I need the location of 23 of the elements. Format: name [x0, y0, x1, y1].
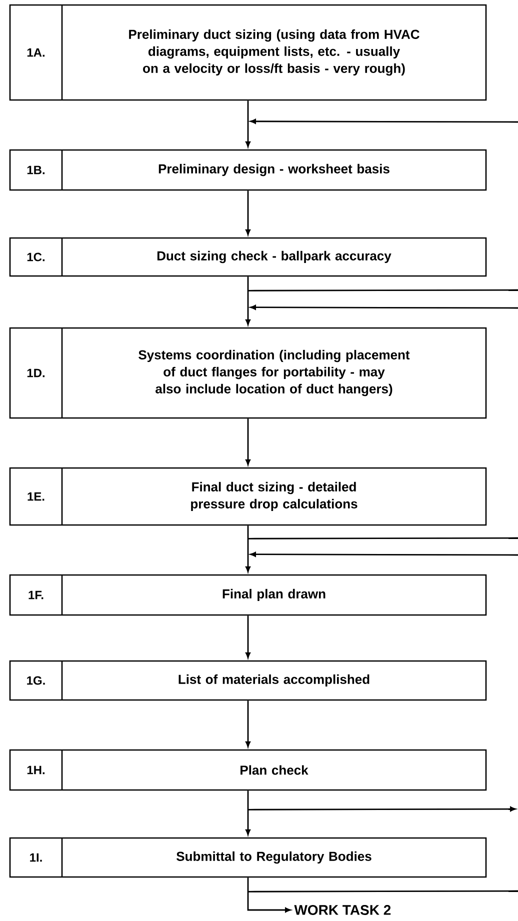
arrow	[246, 100, 250, 148]
arrow	[247, 878, 291, 912]
process-box: 1G. List of materials accomplished	[9, 660, 487, 701]
arrow	[250, 552, 518, 557]
process-box: 1I. Submittal to Regulatory Bodies	[9, 837, 487, 878]
end-label: WORK TASK 2	[294, 905, 391, 915]
arrow	[246, 790, 250, 836]
process-box: 1H. Plan check	[9, 749, 487, 791]
arrow	[246, 526, 250, 572]
arrow	[246, 700, 250, 748]
arrow	[246, 616, 250, 658]
arrow	[246, 190, 250, 236]
process-box: 1C. Duct sizing check - ballpark accuracy	[9, 237, 487, 277]
process-box: 1D. Systems coordination (including placement of duct flanges for portability - may also include location of duct hangers)	[9, 327, 487, 419]
arrow	[248, 806, 516, 812]
process-box: 1F. Final plan drawn	[9, 574, 487, 616]
process-box: 1A. Preliminary duct sizing (using data from HVAC diagrams, equipment lists, etc. - usually on a velocity or loss/ft basis - very rough)	[9, 4, 487, 101]
process-box: 1B. Preliminary design - worksheet basis	[9, 149, 487, 191]
arrow	[250, 304, 518, 310]
arrow	[250, 118, 518, 124]
arrow	[246, 418, 250, 466]
arrow	[246, 276, 250, 326]
process-box: 1E. Final duct sizing - detailed pressure drop calculations	[9, 467, 487, 526]
